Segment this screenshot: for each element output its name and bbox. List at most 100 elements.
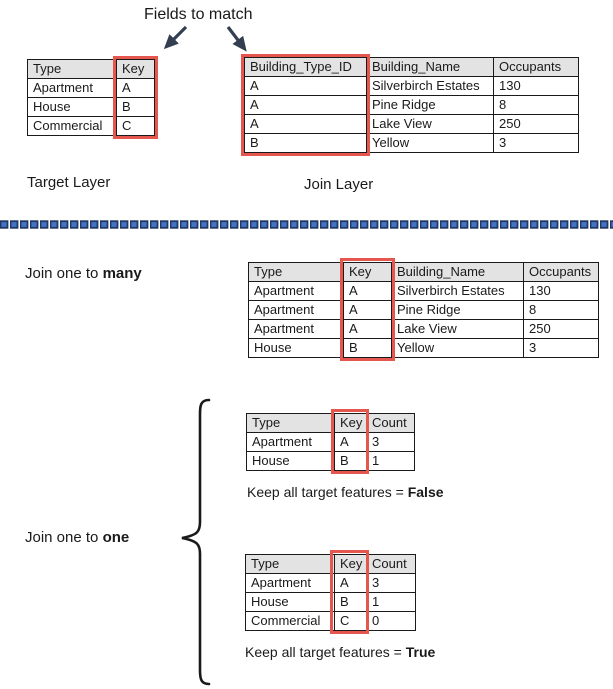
table-cell: Lake View: [366, 114, 494, 134]
keep-false-caption: Keep all target features = False: [247, 484, 444, 500]
table-cell: 130: [523, 281, 599, 301]
keep-false-caption-prefix: Keep all target features =: [247, 484, 408, 500]
table-cell: A: [244, 114, 367, 134]
keep-true-caption-prefix: Keep all target features =: [245, 644, 406, 660]
table-cell: Apartment: [248, 300, 344, 320]
table-cell: 3: [366, 573, 416, 593]
table-cell: Apartment: [27, 78, 117, 98]
table-cell: A: [343, 300, 392, 320]
target-layer-label: Target Layer: [27, 174, 111, 191]
table-cell: 0: [366, 611, 416, 631]
dashed-divider-line: [0, 220, 613, 230]
table-cell: Commercial: [245, 611, 335, 631]
table-cell: B: [343, 338, 392, 358]
table-cell: Yellow: [391, 338, 524, 358]
table-cell: Pine Ridge: [391, 300, 524, 320]
column-header: Count: [366, 554, 416, 574]
join-layer-label: Join Layer: [304, 176, 374, 193]
table-cell: House: [27, 97, 117, 117]
table-cell: A: [334, 573, 367, 593]
table-cell: 1: [366, 451, 415, 471]
table-cell: A: [343, 281, 392, 301]
join-one-label-bold: one: [102, 529, 130, 546]
column-header: Key: [334, 554, 367, 574]
column-header: Type: [248, 262, 344, 282]
column-header: Occupants: [523, 262, 599, 282]
down-left-arrow-icon: [163, 25, 188, 50]
table-cell: Apartment: [246, 432, 335, 452]
table-cell: 3: [523, 338, 599, 358]
down-right-arrow-icon: [226, 26, 247, 52]
keep-true-caption: Keep all target features = True: [245, 644, 435, 660]
join-many-label-bold: many: [102, 265, 142, 282]
table-cell: Silverbirch Estates: [366, 76, 494, 96]
table-cell: Lake View: [391, 319, 524, 339]
column-header: Type: [27, 59, 117, 79]
join-one-to-one-label: Join one to one: [25, 529, 129, 546]
table-cell: House: [245, 592, 335, 612]
table-cell: 130: [493, 76, 579, 96]
table-cell: C: [116, 116, 155, 136]
column-header: Occupants: [493, 57, 579, 77]
table-cell: Apartment: [245, 573, 335, 593]
column-header: Building_Name: [391, 262, 524, 282]
table-cell: 250: [493, 114, 579, 134]
table-cell: B: [334, 592, 367, 612]
table-cell: House: [248, 338, 344, 358]
join-one-to-many-label: Join one to many: [25, 265, 142, 282]
join-many-label-prefix: Join one to: [25, 265, 103, 282]
table-cell: House: [246, 451, 335, 471]
table-cell: A: [244, 76, 367, 96]
table-cell: Apartment: [248, 319, 344, 339]
table-cell: A: [244, 95, 367, 115]
table-cell: A: [334, 432, 367, 452]
table-cell: 8: [523, 300, 599, 320]
column-header: Building_Name: [366, 57, 494, 77]
column-header: Building_Type_ID: [244, 57, 367, 77]
table-cell: Yellow: [366, 133, 494, 153]
table-cell: 1: [366, 592, 416, 612]
column-header: Key: [116, 59, 155, 79]
column-header: Key: [343, 262, 392, 282]
table-cell: B: [244, 133, 367, 153]
table-cell: 3: [366, 432, 415, 452]
column-header: Key: [334, 413, 367, 433]
table-cell: B: [334, 451, 367, 471]
table-cell: 8: [493, 95, 579, 115]
left-curly-brace-icon: [181, 398, 211, 686]
table-cell: A: [116, 78, 155, 98]
table-cell: Apartment: [248, 281, 344, 301]
table-cell: Silverbirch Estates: [391, 281, 524, 301]
table-cell: Commercial: [27, 116, 117, 136]
